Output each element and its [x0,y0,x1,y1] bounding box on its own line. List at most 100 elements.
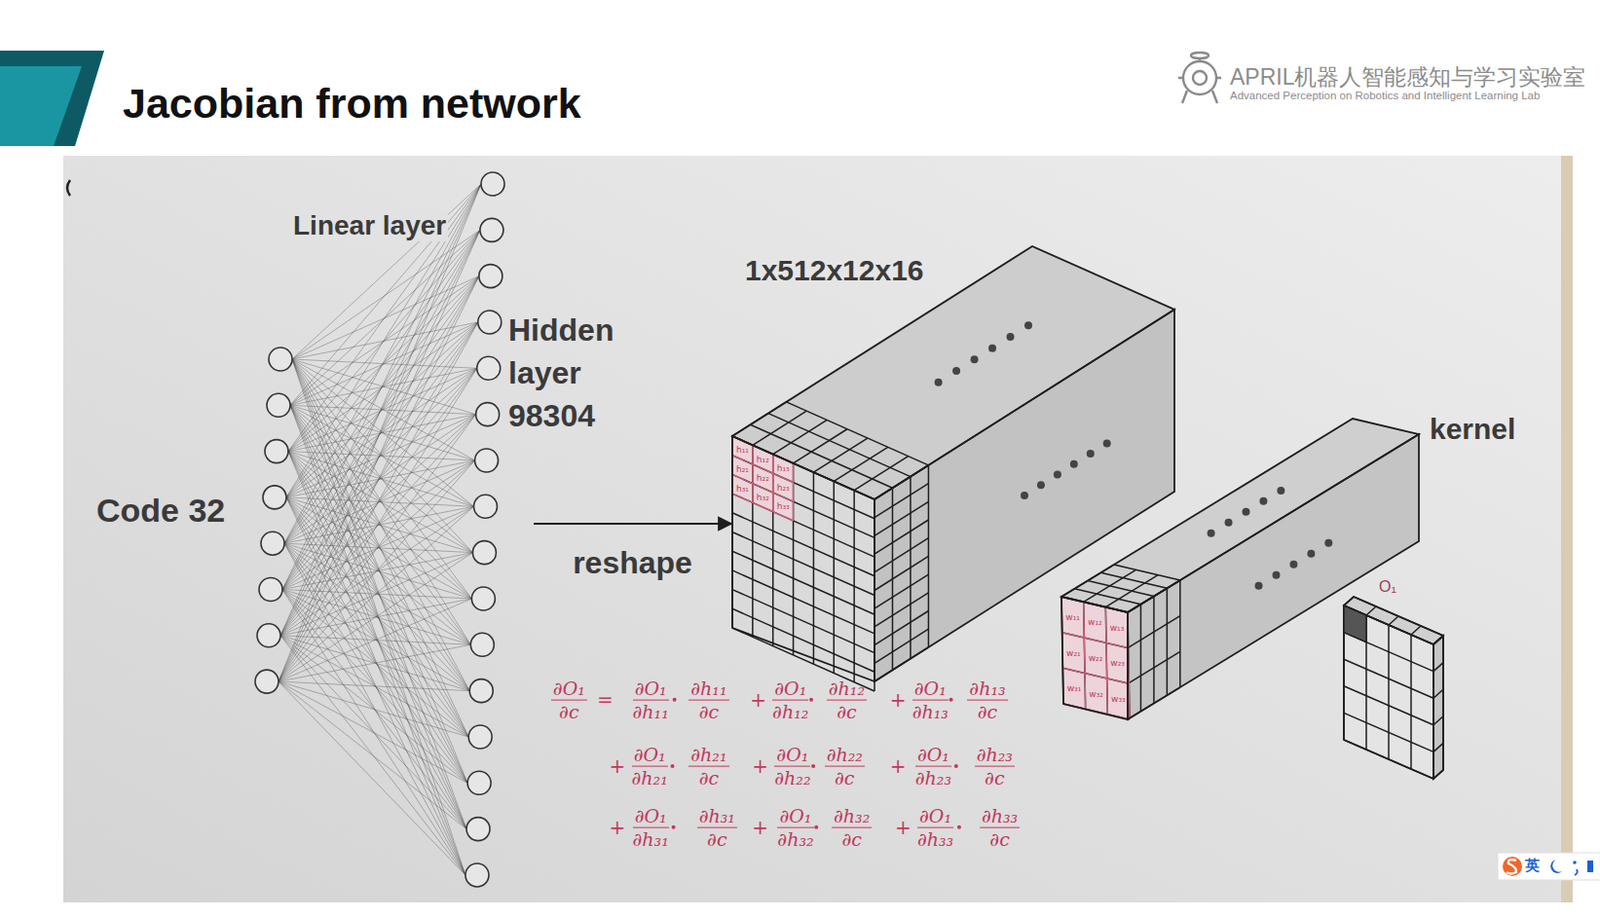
grid-line [909,477,912,660]
product-dot [671,825,676,830]
neuron [478,310,502,335]
grid-line [874,574,929,609]
arrow-connector [533,522,732,525]
block-outline [732,246,1175,500]
marked-cell [1062,632,1085,674]
node-label: 1x512x12x16 [744,254,925,289]
fraction: ∂h₃₁∂c [697,805,738,850]
fraction: ∂O₁∂h₃₃ [915,805,956,850]
grid-line [732,474,875,538]
marked-cell-line [1062,632,1129,649]
grid-line [1433,689,1444,699]
neuron [479,264,503,289]
weight-line [278,681,466,876]
grid-line [773,419,827,454]
formula-operator: + [751,754,769,778]
formula-denominator: ∂c [839,827,863,850]
grid-line [874,593,929,628]
formula-denominator: ∂h₂₃ [913,766,954,788]
neuron [255,669,279,694]
formula-numerator: ∂O₁ [632,805,670,828]
formula-operator: = [596,688,614,711]
node-label: kernel [1429,412,1516,447]
grid-line [732,513,875,577]
weight-line [286,322,479,498]
ellipsis-dot [1241,508,1250,517]
neuron [477,356,501,380]
formula-numerator: ∂O₁ [632,677,670,701]
weight-line [278,644,471,682]
cell-label: h₃₃ [777,502,790,512]
weight-line [278,553,473,682]
fraction: ∂O₁∂h₂₂ [772,744,813,789]
formula-numerator: ∂h₂₂ [824,744,865,768]
weight-line [282,322,479,591]
grid-line [1140,604,1143,712]
grid-line [1083,601,1086,709]
product-dot [809,698,814,703]
ellipsis-dot [934,378,943,387]
formula-numerator: ∂O₁ [912,677,949,701]
node-label: O₁ [1378,578,1397,596]
neuron [268,347,293,372]
fraction: ∂h₃₃∂c [979,805,1020,850]
neuron [260,531,285,556]
grid-line [1366,606,1377,616]
cell-label: h₁₂ [756,454,770,464]
fraction: ∂h₂₁∂c [688,744,729,789]
marked-cell [1062,668,1085,709]
formula-numerator: ∂h₂₃ [974,744,1015,768]
formula-numerator: ∂h₁₁ [688,677,729,701]
marked-cell [1106,642,1129,684]
ellipsis-dot [1324,539,1333,548]
grid-line [768,413,911,478]
grid-line [854,456,908,491]
weight-line [290,184,482,406]
fraction: ∂h₂₃∂c [974,744,1015,789]
grid-line [874,556,929,591]
marked-cell [1061,596,1084,638]
marked-cell-line [792,463,794,521]
grid-line [874,483,929,519]
title-accent [0,66,82,147]
grid-line [749,424,893,488]
ellipsis-dot [1086,449,1095,458]
cell-label: h₂₃ [777,483,790,492]
formula-operator: + [751,816,769,839]
dense-connections [278,184,482,876]
grid-line [1062,632,1129,649]
weight-line [288,184,482,452]
fraction: ∂O₁∂h₁₂ [770,677,811,722]
ellipsis-dot [1225,519,1233,527]
front-face [1343,605,1434,780]
product-dot [949,698,954,703]
marked-cell-line [1062,668,1129,684]
formula-numerator: ∂O₁ [632,744,669,768]
ime-mode: 英 [1525,856,1540,874]
weight-line [288,276,480,452]
grid-line [1411,626,1421,635]
marked-cell-line [732,493,794,521]
grid-line [874,520,929,555]
product-dot [811,764,816,769]
neuron [469,679,493,704]
cell-label: w₂₁ [1066,648,1081,658]
lab-subtitle: Advanced Perception on Robotics and Inte… [1229,89,1540,103]
neuron [465,863,489,888]
weight-line [280,276,480,636]
neuron [470,632,494,657]
formula-denominator: ∂h₁₁ [631,700,671,722]
formula-numerator: ∂h₃₃ [979,805,1020,828]
front-face [1061,596,1128,720]
neuron [468,725,492,749]
grid-line [732,493,875,558]
grid-line [874,501,929,536]
side-face [1433,635,1444,780]
fraction: ∂O₁∂h₂₃ [913,744,954,789]
layer-label: Linear layer [291,210,448,242]
formula-denominator: ∂c [697,700,721,722]
grid-line [732,570,875,634]
formula-numerator: ∂O₁ [917,805,954,828]
block-outline [1433,635,1444,780]
weight-line [284,276,480,545]
